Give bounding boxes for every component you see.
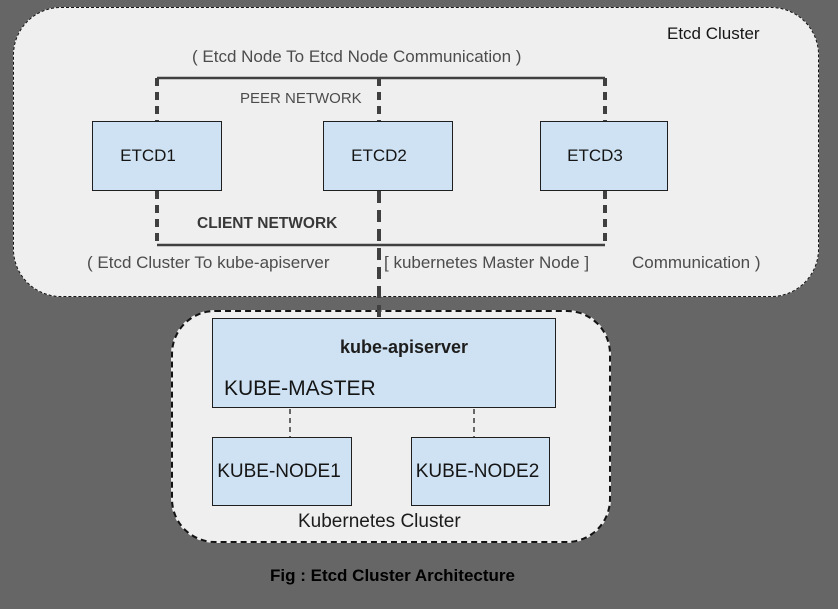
- kubernetes-cluster-title: Kubernetes Cluster: [298, 511, 461, 532]
- kube-node2-label: KUBE-NODE2: [415, 460, 540, 482]
- client-network-label: CLIENT NETWORK: [197, 215, 338, 232]
- etcd1-node-box: ETCD1: [92, 121, 222, 191]
- etcd1-label: ETCD1: [120, 146, 176, 165]
- etcd2-label: ETCD2: [351, 146, 407, 165]
- kube-node2-box: KUBE-NODE2: [411, 437, 550, 506]
- etcd2-node-box: ETCD2: [323, 121, 453, 191]
- etcd3-node-box: ETCD3: [540, 121, 668, 191]
- kube-node1-box: KUBE-NODE1: [212, 437, 352, 506]
- client-communication-note-middle: [ kubernetes Master Node ]: [384, 253, 590, 272]
- etcd-node-communication-note: ( Etcd Node To Etcd Node Communication ): [192, 47, 522, 66]
- kube-apiserver-label: kube-apiserver: [339, 337, 469, 357]
- kube-node1-label: KUBE-NODE1: [217, 460, 341, 482]
- peer-network-label: PEER NETWORK: [240, 90, 362, 107]
- etcd-cluster-title: Etcd Cluster: [667, 24, 760, 43]
- figure-caption: Fig : Etcd Cluster Architecture: [270, 566, 515, 585]
- etcd3-label: ETCD3: [567, 146, 623, 165]
- kube-master-box: kube-apiserver KUBE-MASTER: [212, 318, 556, 408]
- kube-master-label: KUBE-MASTER: [224, 377, 376, 400]
- client-communication-note-right: Communication ): [632, 253, 761, 272]
- client-communication-note-left: ( Etcd Cluster To kube-apiserver: [87, 253, 330, 272]
